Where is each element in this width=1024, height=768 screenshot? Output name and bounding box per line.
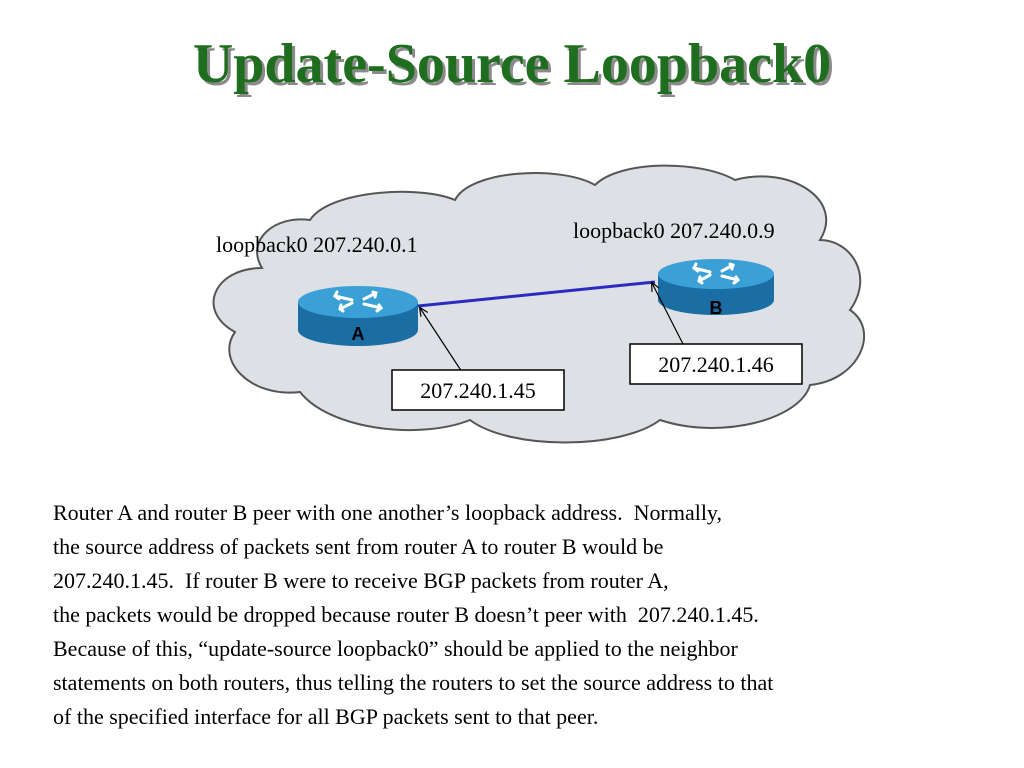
callout-b-box	[629, 343, 803, 385]
router-a[interactable]: A	[298, 286, 418, 346]
description-line: the source address of packets sent from …	[53, 534, 664, 559]
description-paragraph: Router A and router B peer with one anot…	[53, 496, 1013, 734]
router-arrows-icon	[333, 290, 384, 313]
link-a-b	[417, 280, 656, 308]
description-line: statements on both routers, thus telling…	[53, 670, 774, 695]
description-line: 207.240.1.45. If router B were to receiv…	[53, 568, 669, 593]
router-a-letter: A	[352, 324, 365, 344]
callout-a-box	[391, 369, 565, 411]
description-line: of the specified interface for all BGP p…	[53, 704, 599, 729]
router-a-loopback-label: loopback0 207.240.0.1	[216, 232, 418, 257]
description-line: the packets would be dropped because rou…	[53, 602, 759, 627]
router-b-letter: B	[710, 298, 723, 318]
callout-a-ip: 207.240.1.45	[420, 378, 536, 403]
slide-title: Update-Source Loopback0	[192, 33, 832, 95]
router-arrows-icon	[692, 262, 741, 285]
description-line: Because of this, “update-source loopback…	[53, 636, 738, 661]
router-b[interactable]: B	[658, 259, 774, 318]
callout-b-ip: 207.240.1.46	[658, 352, 774, 377]
network-diagram: A B loopback0 207.240.0.1 loopback0 207.…	[212, 164, 866, 444]
callout-a-pointer	[420, 308, 463, 373]
callout-b-pointer	[652, 283, 684, 345]
router-b-loopback-label: loopback0 207.240.0.9	[573, 218, 775, 243]
description-line: Router A and router B peer with one anot…	[53, 500, 723, 525]
